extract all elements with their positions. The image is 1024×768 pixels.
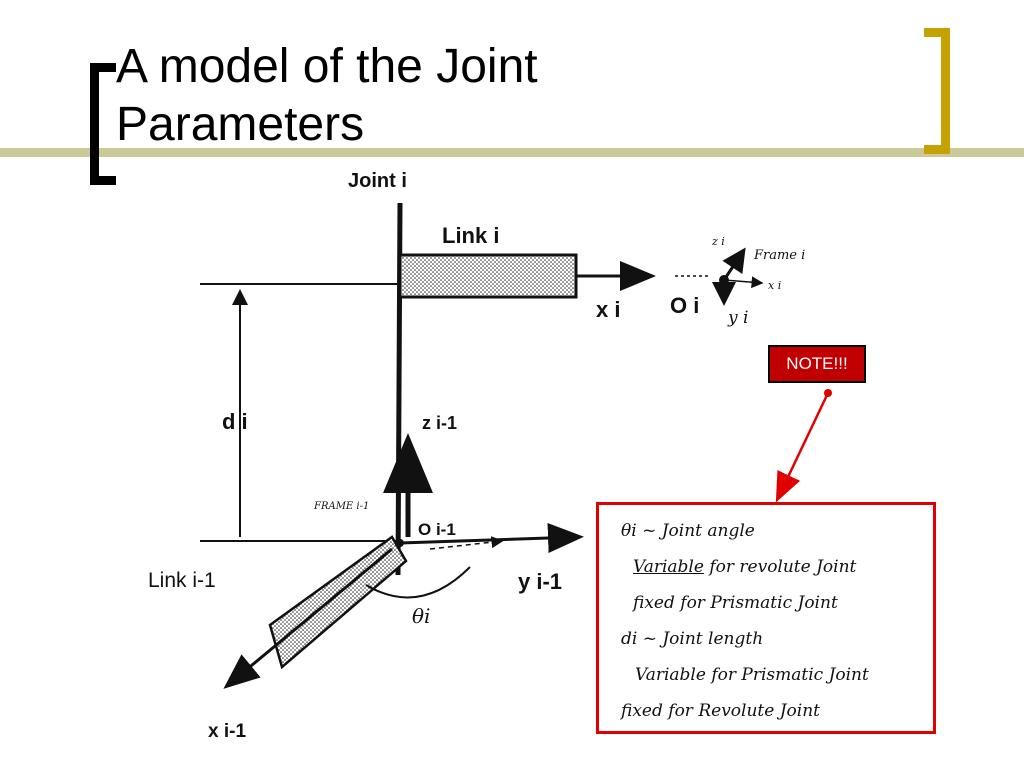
note-line-variable-revolute: Variable for revolute Joint (621, 549, 923, 585)
title-line-1: A model of the Joint (116, 40, 538, 93)
z-i-small-label: z i (711, 235, 725, 248)
left-bracket (90, 63, 116, 185)
note-line-fixed-prismatic: fixed for Prismatic Joint (633, 593, 838, 613)
y-i-small-label: y i (727, 308, 748, 328)
z-prev-label: z i-1 (422, 413, 457, 433)
x-i-label: x i (596, 297, 620, 322)
theta-label: θi (412, 604, 430, 628)
title-line-2: Parameters (116, 98, 365, 151)
link-i-label: Link i (442, 223, 499, 248)
right-bracket (924, 28, 950, 154)
frame-i-label: Frame i (753, 248, 805, 263)
note-line-variable-prismatic: Variable for Prismatic Joint (635, 665, 869, 685)
link-prev-label: Link i-1 (148, 569, 216, 592)
theta-arc (365, 566, 471, 599)
frame-prev-label: FRAME i-1 (313, 501, 369, 512)
slide-title: A model of the Joint Parameters (116, 38, 816, 154)
x-i-small-label: x i (768, 279, 781, 292)
x-prev-arrow (223, 547, 393, 689)
x-prev-label: x i-1 (208, 721, 246, 742)
note-line-fixed-revolute: fixed for Revolute Joint (621, 701, 820, 721)
o-i-label: O i (670, 293, 699, 318)
o-prev-label: O i-1 (418, 520, 456, 539)
joint-i-label: Joint i (348, 170, 407, 192)
note-badge: NOTE!!! (768, 345, 866, 383)
frame-i-glyph (675, 247, 764, 306)
link-prev-slab (268, 535, 408, 670)
y-prev-label: y i-1 (518, 569, 562, 594)
joint-parameter-diagram: Joint i Link i x i O i z i Frame i x i y… (148, 170, 805, 742)
connector-arrow (775, 392, 830, 503)
note-variable-rest: for revolute Joint (703, 557, 857, 577)
link-i-block (398, 253, 578, 299)
y-prev-arrow (399, 523, 584, 554)
note-box: θi ~ Joint angle Variable for revolute J… (596, 502, 936, 734)
note-line-joint-length: di ~ Joint length (621, 629, 764, 649)
note-variable-underlined: Variable (633, 557, 704, 577)
note-line-joint-angle: θi ~ Joint angle (621, 521, 755, 541)
d-i-label: d i (222, 409, 248, 434)
title-rule (0, 148, 1024, 157)
projected-x-dashed (429, 536, 504, 550)
